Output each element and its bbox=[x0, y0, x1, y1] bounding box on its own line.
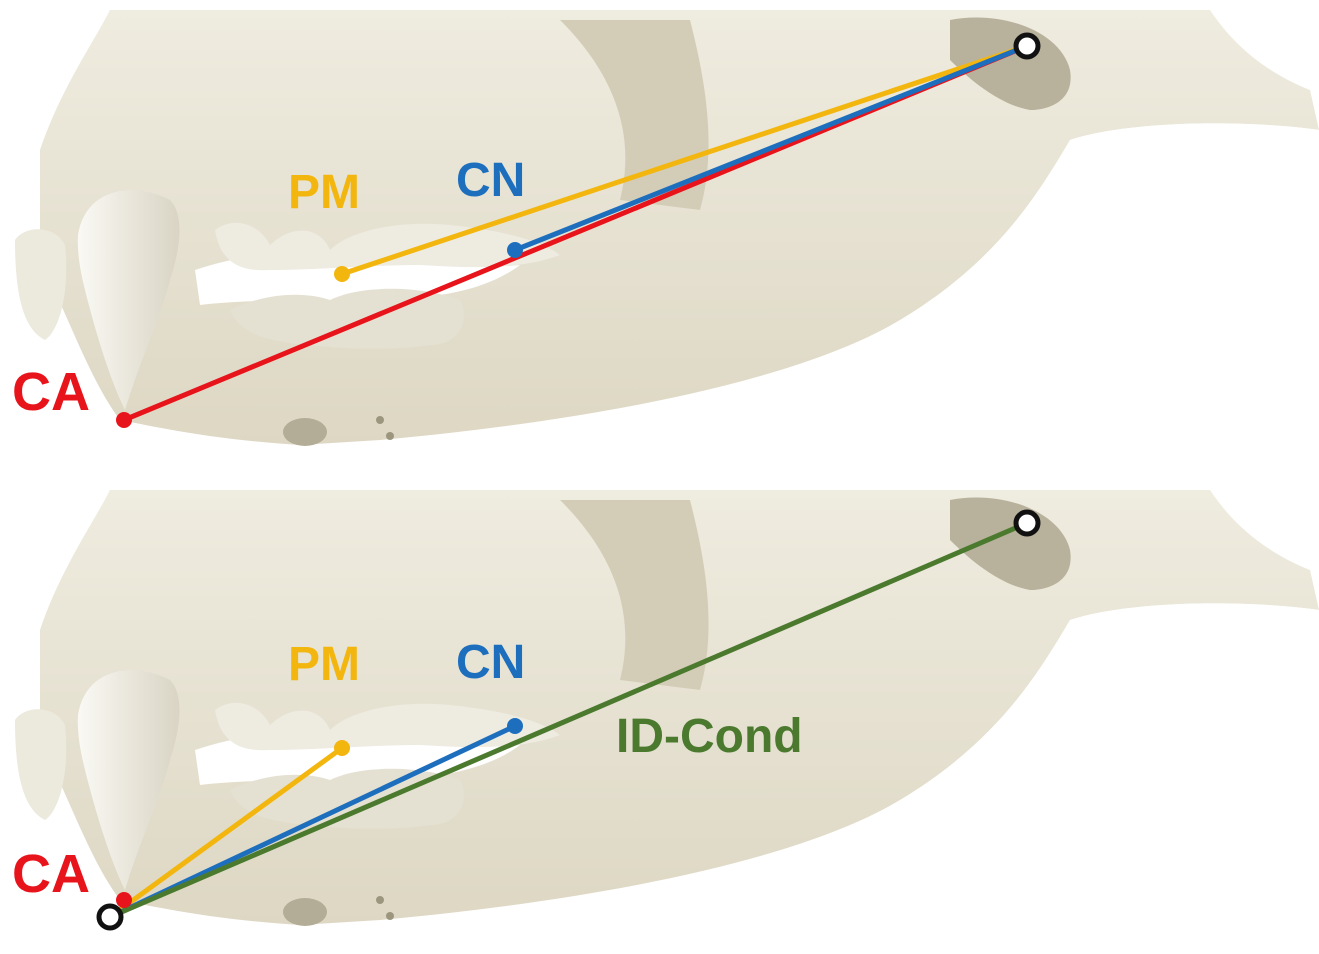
pm-point bbox=[334, 266, 350, 282]
pm-label: PM bbox=[288, 638, 360, 691]
incisors bbox=[15, 709, 66, 820]
small-foramen-1 bbox=[376, 896, 384, 904]
cn-point bbox=[507, 718, 523, 734]
bottom-skull-diagram: CA PM CN ID-Cond bbox=[0, 480, 1319, 950]
cn-label: CN bbox=[456, 154, 525, 207]
small-foramen-2 bbox=[386, 432, 394, 440]
ca-point bbox=[116, 412, 132, 428]
cn-point bbox=[507, 242, 523, 258]
id-cond-label: ID-Cond bbox=[616, 710, 803, 763]
ca-point bbox=[116, 892, 132, 908]
condyle-marker bbox=[1016, 35, 1038, 57]
top-panel: CA PM CN bbox=[0, 0, 1319, 470]
infradentale-marker bbox=[99, 906, 121, 928]
pm-label: PM bbox=[288, 166, 360, 219]
incisors bbox=[15, 229, 66, 340]
pm-point bbox=[334, 740, 350, 756]
cn-label: CN bbox=[456, 636, 525, 689]
top-skull-diagram: CA PM CN bbox=[0, 0, 1319, 470]
condyle-marker bbox=[1016, 512, 1038, 534]
small-foramen-1 bbox=[376, 416, 384, 424]
ca-label: CA bbox=[12, 362, 90, 422]
ca-label: CA bbox=[12, 844, 90, 904]
bottom-panel: CA PM CN ID-Cond bbox=[0, 480, 1319, 950]
small-foramen-2 bbox=[386, 912, 394, 920]
mental-foramen bbox=[283, 898, 327, 926]
mental-foramen bbox=[283, 418, 327, 446]
